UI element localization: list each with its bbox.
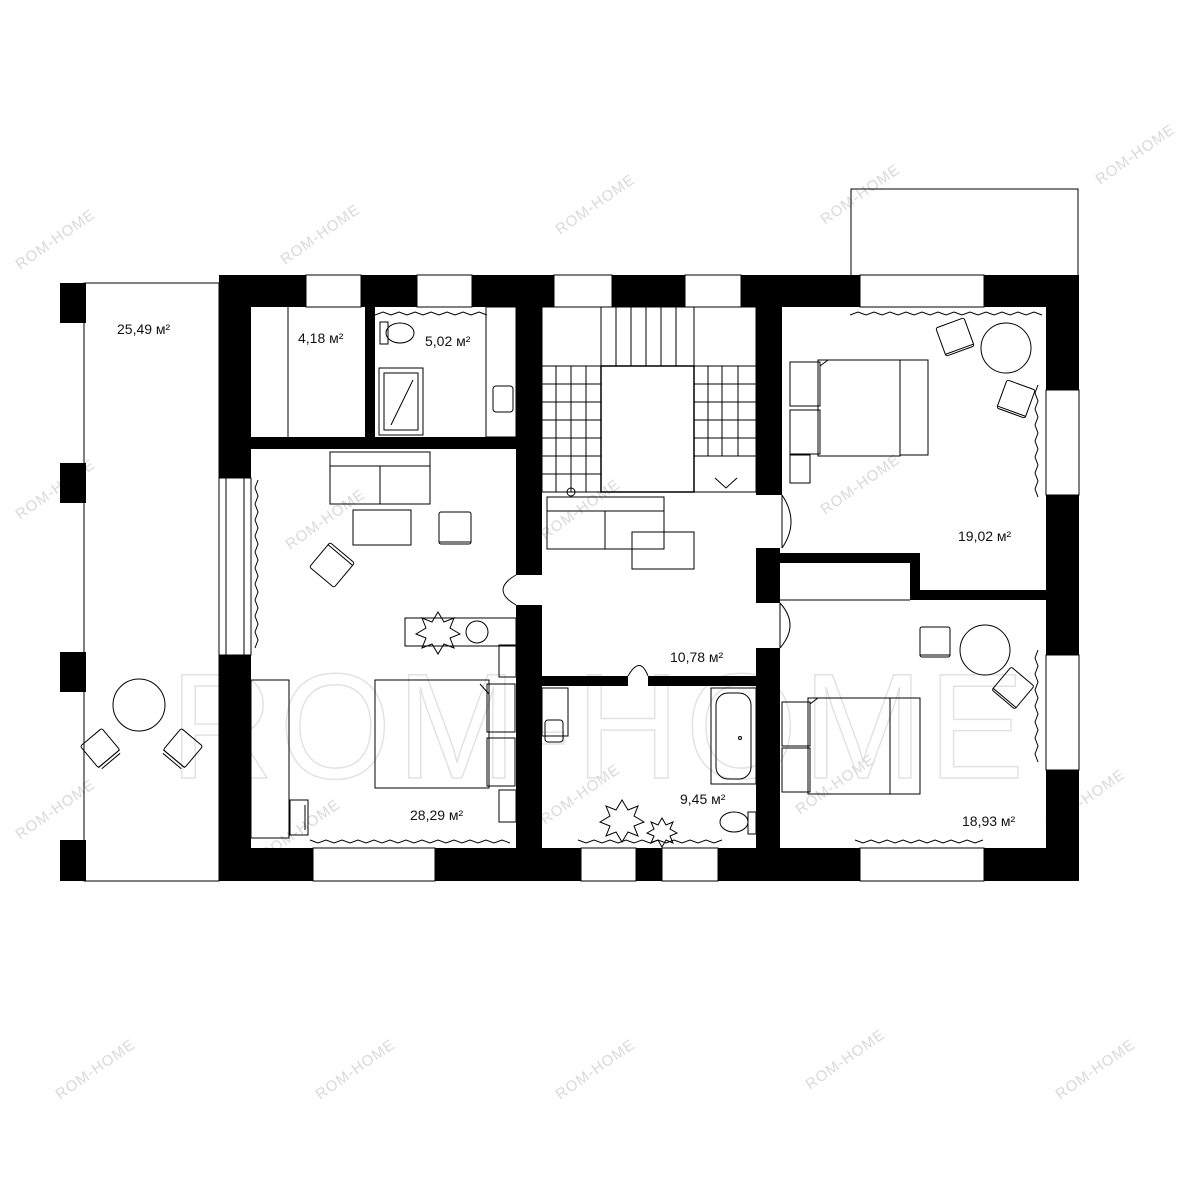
sink (544, 719, 564, 743)
master-sofa (329, 451, 431, 505)
plant (598, 799, 646, 843)
area-label-terrace: 25,49 м² (117, 321, 171, 337)
counter (485, 306, 517, 438)
nightstand (789, 454, 811, 484)
area-label-bedroom-3: 18,93 м² (962, 813, 1016, 829)
area-label-bathroom-1: 5,02 м² (425, 333, 471, 349)
area-labels: 25,49 м² 4,18 м² 5,02 м² 19,02 м² 10,78 … (117, 321, 1016, 829)
plant-pot (465, 620, 489, 644)
watermark-small: ROM-HOME (538, 476, 624, 543)
windows (218, 274, 1080, 882)
watermark-large: ROM-HOME (170, 642, 1030, 810)
bedroom-2 (789, 317, 1036, 484)
door-swing (781, 494, 792, 549)
bench (899, 359, 929, 456)
bed (789, 359, 901, 457)
watermark-small: ROM-HOME (818, 161, 904, 228)
hall-table (631, 531, 695, 570)
armchair (919, 626, 951, 658)
table (959, 624, 1011, 676)
watermark-small: ROM-HOME (53, 1036, 139, 1103)
watermark-layer: ROM-HOME ROM-HOME ROM-HOME ROM-HOME ROM-… (13, 121, 1179, 1103)
bathroom-1 (378, 306, 517, 438)
watermark-small: ROM-HOME (13, 206, 99, 273)
hall (502, 494, 792, 677)
toilet (719, 811, 757, 835)
watermark-small: ROM-HOME (553, 171, 639, 238)
watermark-small: ROM-HOME (553, 1036, 639, 1103)
armchair (935, 317, 975, 357)
armchair (996, 379, 1036, 419)
bench (889, 697, 921, 795)
bedroom-3 (780, 599, 1034, 795)
sink (492, 385, 514, 413)
area-label-hall: 10,78 м² (670, 649, 724, 665)
watermark-small: ROM-HOME (278, 201, 364, 268)
terrace-column (60, 840, 86, 881)
hall-sofa (546, 496, 665, 550)
door-swing (779, 602, 791, 649)
area-label-master-bedroom: 28,29 м² (410, 807, 464, 823)
table (980, 322, 1032, 374)
nightstand (498, 644, 517, 678)
bathtub (710, 687, 757, 785)
stair-well (600, 365, 695, 493)
area-label-bathroom-2: 9,45 м² (680, 791, 726, 807)
terrace-column (60, 283, 86, 323)
vent-marks (233, 315, 775, 744)
watermark-small: ROM-HOME (1053, 1036, 1139, 1103)
terrace-chair (162, 728, 203, 770)
door-swing (502, 574, 517, 606)
nightstand (498, 789, 517, 823)
terrace-chair (80, 728, 121, 770)
terrace (60, 282, 220, 882)
master-bedroom (250, 451, 517, 839)
watermark-small: ROM-HOME (313, 1036, 399, 1103)
bed (374, 679, 516, 789)
watermark-small: ROM-HOME (283, 486, 369, 553)
watermark-small-grid: ROM-HOME ROM-HOME ROM-HOME ROM-HOME ROM-… (13, 121, 1179, 1103)
coffee-table (352, 509, 412, 546)
curtains (254, 311, 1043, 844)
counter (541, 687, 569, 737)
door-swing (627, 665, 649, 677)
watermark-small: ROM-HOME (818, 451, 904, 518)
staircase (541, 306, 757, 497)
area-label-bedroom-2: 19,02 м² (958, 528, 1012, 544)
terrace-table (112, 678, 166, 732)
armchair (992, 667, 1034, 709)
terrace-column (60, 652, 86, 692)
armchair (309, 542, 355, 588)
desk (289, 799, 309, 836)
area-label-storage: 4,18 м² (298, 330, 344, 346)
armchair (438, 511, 472, 545)
plant (645, 816, 679, 849)
watermark-small: ROM-HOME (1093, 121, 1179, 188)
balcony-outline (850, 188, 1079, 278)
terrace-column (60, 463, 86, 503)
bathroom-2 (541, 687, 757, 849)
console (404, 617, 517, 647)
watermark-small: ROM-HOME (803, 1026, 889, 1093)
plant (414, 611, 462, 655)
watermark-small: ROM-HOME (13, 776, 99, 843)
toilet (379, 321, 415, 345)
shower (378, 367, 424, 436)
wardrobe (250, 679, 290, 839)
